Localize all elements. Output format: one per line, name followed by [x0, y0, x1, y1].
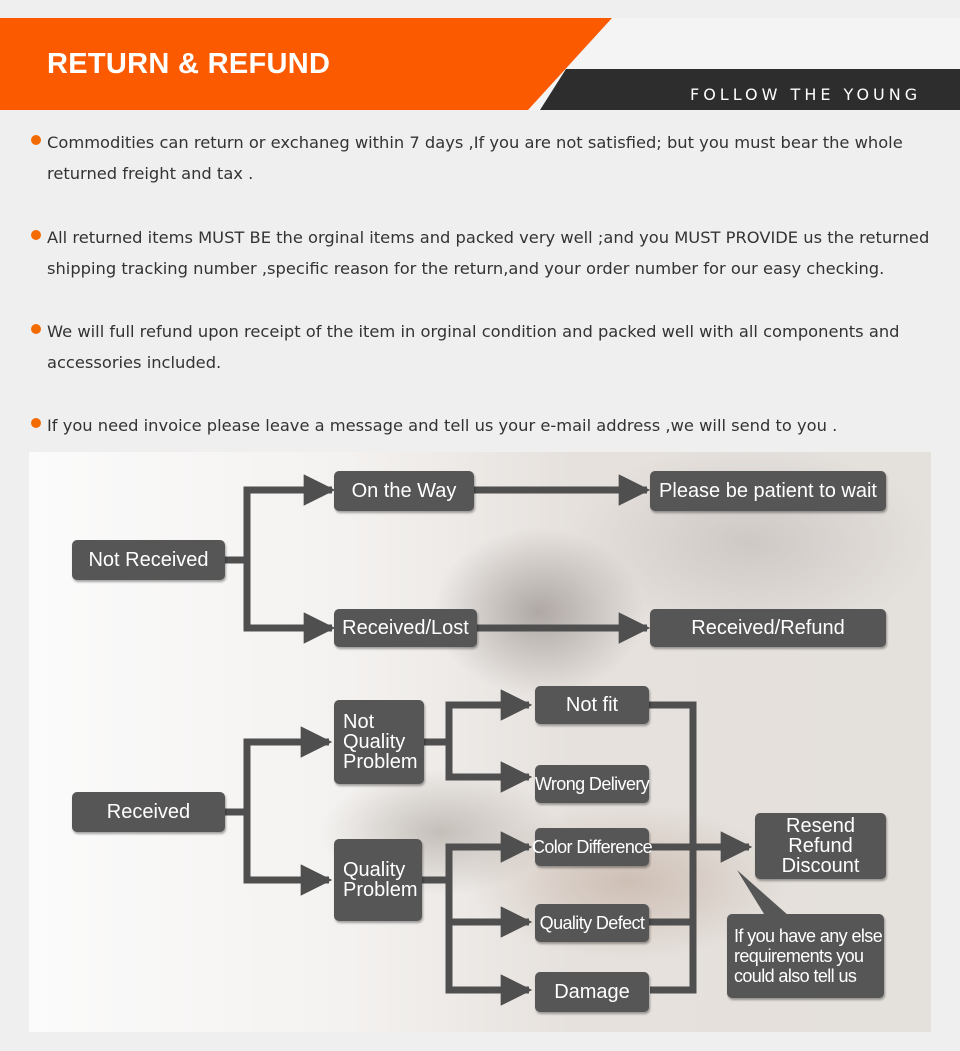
color-difference-box: Color Difference [532, 828, 653, 866]
page-header: RETURN & REFUND FOLLOW THE YOUNG [0, 18, 960, 110]
flowchart-connectors [225, 474, 789, 1006]
callout-pointer [737, 870, 789, 922]
connector-arrow [225, 726, 333, 816]
resend-refund-discount-box: Resend Refund Discount [755, 813, 886, 879]
connector-arrow [243, 560, 336, 644]
title-banner [0, 18, 612, 110]
policy-text: Commodities can return or exchaneg withi… [47, 133, 903, 183]
wrong-delivery-box: Wrong Delivery [535, 765, 650, 803]
patient-wait-box: Please be patient to wait [650, 471, 886, 511]
connector-arrow [243, 812, 333, 896]
bullet-dot-icon [31, 418, 41, 428]
connector-arrow [445, 742, 533, 793]
connector-arrow [424, 689, 533, 746]
tagline-banner [540, 69, 960, 110]
policy-item: If you need invoice please leave a messa… [31, 410, 951, 441]
not-fit-box: Not fit [535, 686, 649, 724]
received-box: Received [72, 792, 225, 832]
connector-arrow [422, 831, 533, 884]
connector-arrow [445, 880, 533, 938]
not-quality-problem-box: Not Quality Problem [334, 700, 424, 784]
policy-item: All returned items MUST BE the orginal i… [31, 222, 951, 284]
return-flowchart: Not Received On the Way Please be patien… [29, 452, 931, 1032]
connector-arrow [445, 922, 533, 1006]
brand-tagline: FOLLOW THE YOUNG [690, 85, 922, 104]
policy-text: All returned items MUST BE the orginal i… [47, 228, 930, 278]
policy-text: If you need invoice please leave a messa… [47, 416, 838, 435]
page-title: RETURN & REFUND [47, 48, 331, 80]
policy-item: We will full refund upon receipt of the … [31, 316, 951, 378]
bullet-dot-icon [31, 135, 41, 145]
connector-arrow [225, 474, 336, 564]
received-refund-box: Received/Refund [650, 609, 886, 647]
not-received-box: Not Received [72, 540, 225, 580]
damage-box: Damage [535, 972, 649, 1012]
received-lost-box: Received/Lost [334, 609, 477, 647]
requirements-note-box: If you have any else requirements you co… [727, 914, 884, 998]
bullet-dot-icon [31, 230, 41, 240]
policy-item: Commodities can return or exchaneg withi… [31, 127, 951, 189]
quality-problem-box: Quality Problem [334, 839, 422, 921]
bullet-dot-icon [31, 324, 41, 334]
on-the-way-box: On the Way [334, 471, 474, 511]
quality-defect-box: Quality Defect [535, 904, 649, 942]
policy-text: We will full refund upon receipt of the … [47, 322, 900, 372]
